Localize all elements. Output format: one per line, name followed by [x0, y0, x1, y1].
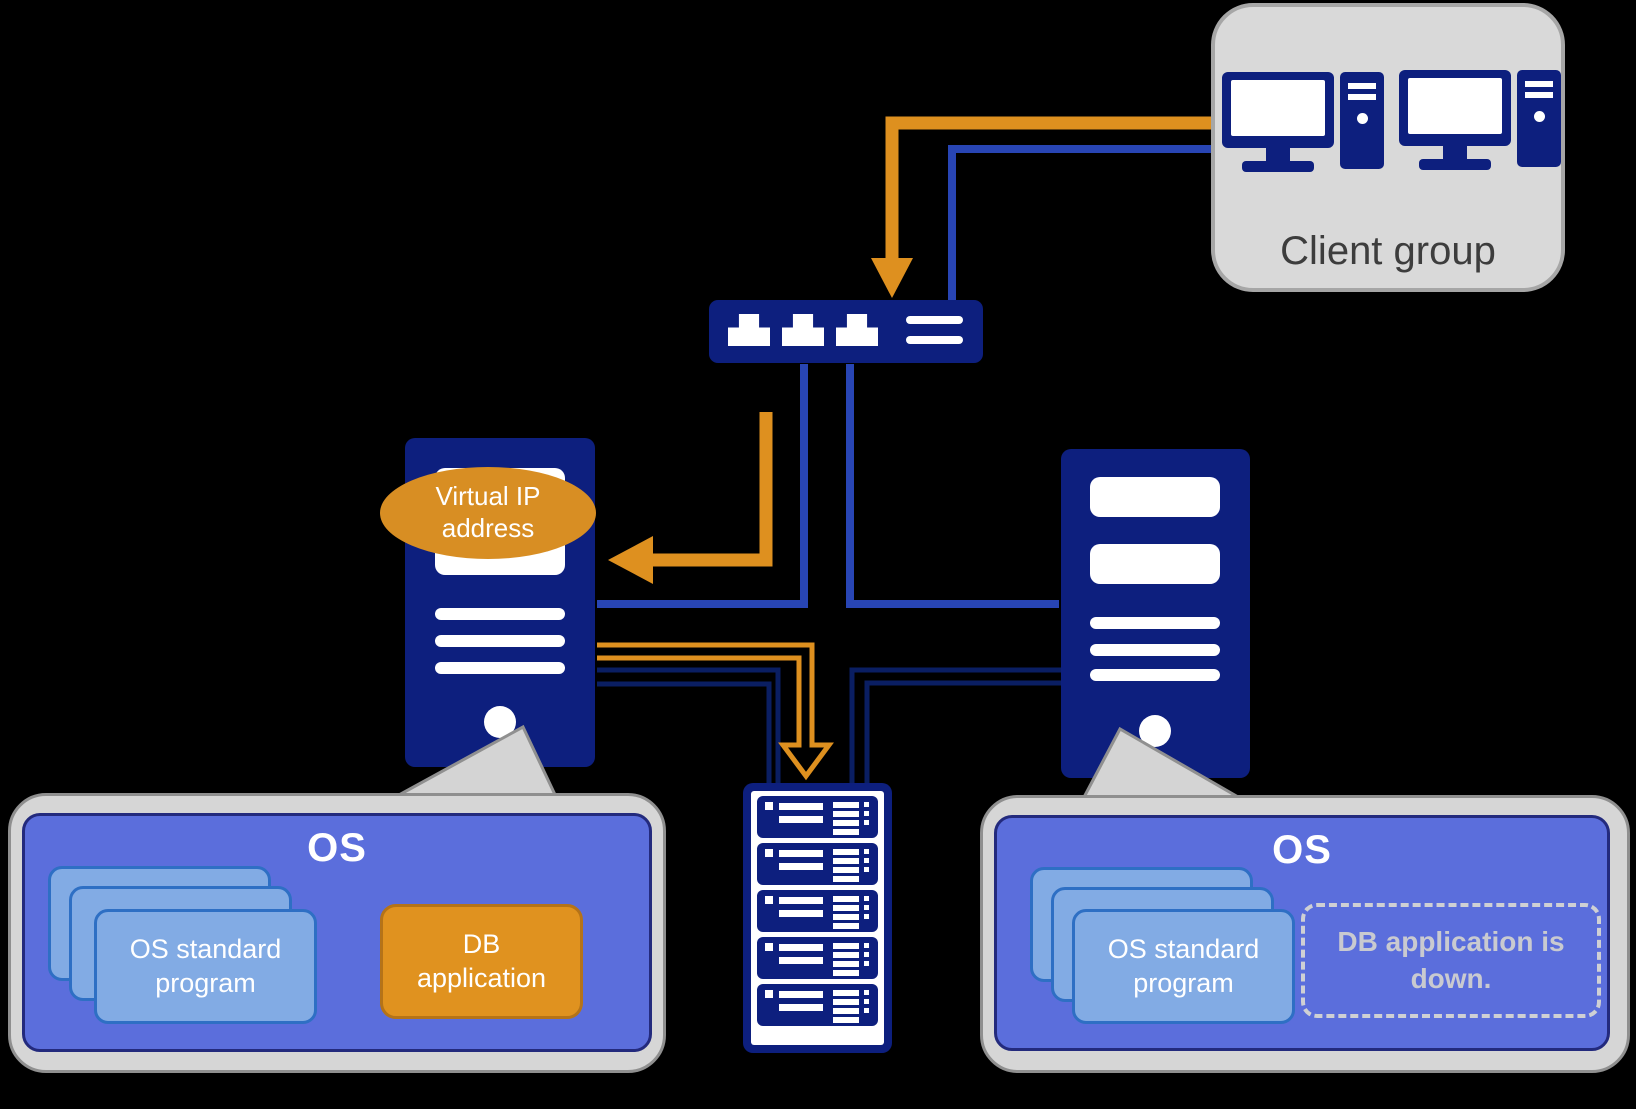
tower-icon [1340, 72, 1384, 169]
line-switch-to-left-server [597, 364, 808, 608]
program-card-front: OS standard program [94, 909, 317, 1024]
left-os-title: OS [307, 826, 367, 870]
client-computer-icon [1399, 70, 1561, 170]
db-application-down-box: DB application is down. [1301, 903, 1601, 1018]
tower-icon [1517, 70, 1561, 167]
standby-server-icon [1061, 449, 1250, 778]
left-os-callout: OS OS standard program OS standard progr… [8, 793, 666, 1073]
left-os-panel: OS OS standard program OS standard progr… [22, 813, 652, 1052]
line-right-server-storage-2 [864, 680, 1063, 785]
right-os-title: OS [1272, 828, 1332, 872]
storage-unit [757, 796, 878, 838]
client-group-box: Client group [1211, 3, 1565, 292]
storage-unit [757, 937, 878, 979]
line-switch-to-right-server [846, 364, 1059, 608]
program-card-front: OS standard program [1072, 909, 1295, 1024]
virtual-ip-badge: Virtual IP address [380, 467, 596, 559]
virtual-ip-label: Virtual IP address [435, 481, 541, 543]
right-os-callout: OS OS standard program OS standard progr… [980, 795, 1630, 1073]
client-computer-icon [1222, 72, 1384, 172]
right-callout-tail [1079, 726, 1251, 803]
line-left-server-storage-1 [597, 667, 781, 785]
arrow-left-server-to-storage [597, 642, 834, 781]
arrow-client-to-switch [871, 116, 1213, 298]
line-right-server-storage-1 [849, 667, 1063, 785]
monitor-icon [1399, 70, 1511, 146]
line-left-server-storage-2 [597, 681, 772, 785]
storage-unit [757, 984, 878, 1026]
right-os-panel: OS OS standard program OS standard progr… [994, 815, 1610, 1051]
arrow-switch-to-left-server [608, 412, 773, 584]
storage-unit [757, 890, 878, 932]
monitor-icon [1222, 72, 1334, 148]
line-client-to-switch [948, 145, 1213, 302]
client-group-label: Client group [1280, 229, 1496, 273]
shared-storage-icon [743, 783, 892, 1053]
db-application-box: DB application [380, 904, 583, 1019]
left-callout-tail [387, 724, 561, 803]
storage-unit [757, 843, 878, 885]
network-switch-icon [709, 300, 983, 363]
